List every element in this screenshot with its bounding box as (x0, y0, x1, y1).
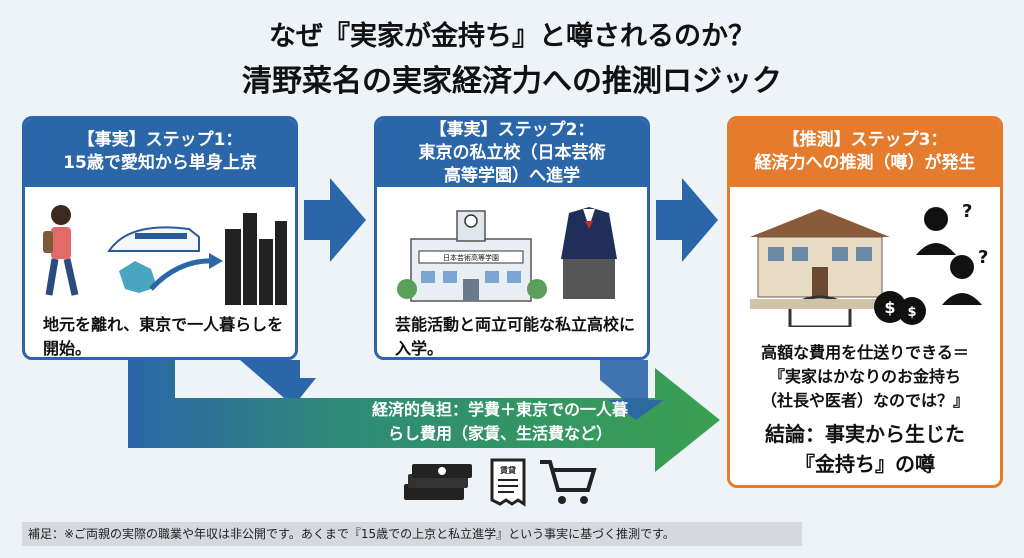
route-arrow-icon (149, 258, 216, 291)
step3-conclusion: 結論：事実から生じた 『金持ち』の噂 (765, 422, 965, 476)
doctor-icon: ? (916, 201, 972, 255)
step1-illustration (43, 205, 287, 305)
burden-icons: 賃貸 (404, 458, 597, 507)
footer-note: 補足：※ご両親の実際の職業や年収は非公開です。あくまで『15歳での上京と私立進学… (22, 522, 802, 546)
cart-icon (540, 460, 597, 504)
step1-down-arrow (240, 360, 316, 398)
burden-band (128, 360, 720, 472)
cash-stack-icon (404, 464, 472, 500)
walking-girl-icon (43, 205, 79, 296)
map-icon (119, 261, 157, 293)
svg-text:?: ? (962, 201, 972, 222)
step2-header: 【事実】ステップ2： 東京の私立校（日本芸術 高等学園）へ進学 (377, 119, 647, 187)
step3-card: 【推測】ステップ3： 経済力への推測（噂）が発生 $ $ ? (727, 116, 1003, 488)
step2-card: 【事実】ステップ2： 東京の私立校（日本芸術 高等学園）へ進学 日本芸術高等学園… (374, 116, 650, 360)
step1-header: 【事実】ステップ1： 15歳で愛知から単身上京 (25, 119, 295, 187)
burden-text: 経済的負担：学費＋東京での一人暮 らし費用（家賃、生活費など） (371, 400, 628, 443)
money-bag-icon: $ $ (874, 291, 926, 325)
school-uniform-icon (561, 207, 617, 299)
step1-description: 地元を離れ、東京で一人暮らしを開始。 (43, 315, 284, 358)
school-sign: 日本芸術高等学園 (443, 253, 499, 262)
arrow-step2-to-3 (656, 178, 718, 262)
step2-down-arrow (600, 360, 664, 420)
receipt-label: 賃貸 (499, 465, 517, 475)
step3-description: 高額な費用を仕送りできる＝ 『実家はかなりのお金持ち （社長や医者）なのでは？』 (760, 343, 969, 410)
title-line2: 清野菜名の実家経済力への推測ロジック (242, 64, 782, 99)
school-building-icon: 日本芸術高等学園 (397, 210, 547, 302)
arrow-step1-to-2 (304, 178, 366, 262)
businessman-icon: ? (942, 247, 988, 305)
svg-text:?: ? (978, 247, 988, 268)
step1-card: 【事実】ステップ1： 15歳で愛知から単身上京 地元を離れ、東京で一人暮らしを開… (22, 116, 298, 360)
step2-description: 芸能活動と両立可能な私立高校に入学。 (395, 315, 636, 358)
bullet-train-icon (107, 226, 200, 252)
svg-text:$: $ (884, 298, 895, 317)
receipt-icon: 賃貸 (490, 458, 526, 507)
svg-text:$: $ (907, 305, 916, 320)
city-skyline-icon (225, 213, 287, 305)
step3-illustration: $ $ ? ? (750, 201, 988, 327)
step2-illustration: 日本芸術高等学園 (397, 207, 617, 302)
step3-header: 【推測】ステップ3： 経済力への推測（噂）が発生 (730, 119, 1000, 187)
mansion-icon (750, 209, 890, 327)
title-line1: なぜ『実家が金持ち』と噂されるのか？ (269, 21, 755, 52)
